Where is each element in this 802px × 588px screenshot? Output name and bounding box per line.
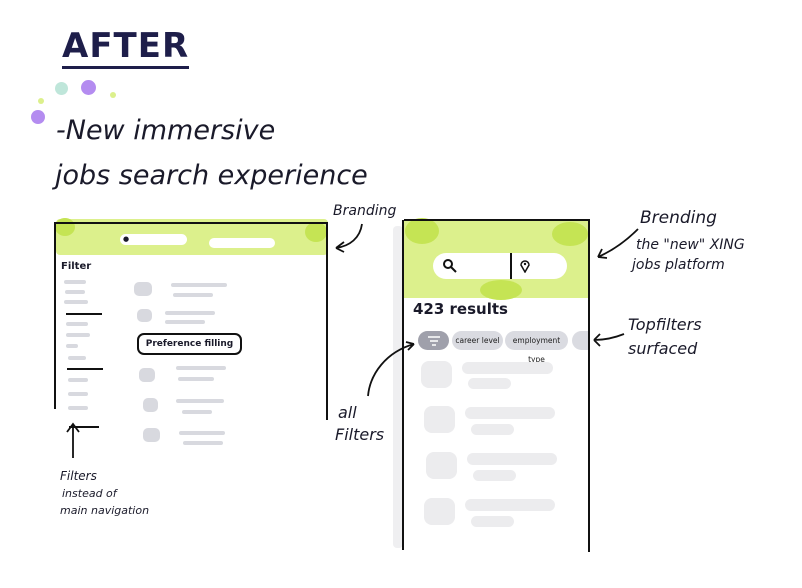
placeholder-thumbnail bbox=[137, 309, 152, 322]
after-title: AFTER bbox=[62, 26, 190, 69]
placeholder-thumbnail bbox=[134, 282, 152, 296]
placeholder-text-bar bbox=[462, 362, 553, 374]
location-pin-icon bbox=[520, 260, 530, 273]
placeholder-thumbnail bbox=[424, 406, 455, 433]
heading-line-1: -New immersive bbox=[56, 115, 276, 146]
search-icon bbox=[443, 259, 457, 273]
placeholder-text-bar bbox=[66, 322, 88, 326]
desktop-frame-right bbox=[326, 222, 328, 420]
filters-note-1: Filters bbox=[60, 469, 97, 483]
desktop-search-input[interactable]: ● bbox=[120, 234, 187, 245]
placeholder-text-bar bbox=[473, 470, 516, 481]
all-filters-note-1: all bbox=[338, 403, 357, 422]
placeholder-text-bar bbox=[179, 431, 225, 435]
more-chip[interactable] bbox=[572, 331, 588, 350]
topfilters-note-1: Topfilters bbox=[628, 315, 702, 334]
placeholder-text-bar bbox=[64, 280, 86, 284]
mobile-frame-right bbox=[588, 220, 590, 552]
placeholder-text-bar bbox=[467, 453, 557, 465]
filter-divider bbox=[66, 313, 102, 315]
placeholder-thumbnail bbox=[426, 452, 457, 479]
placeholder-text-bar bbox=[68, 378, 88, 382]
placeholder-text-bar bbox=[68, 406, 88, 410]
placeholder-thumbnail bbox=[143, 428, 160, 442]
placeholder-text-bar bbox=[173, 293, 213, 297]
decor-dot bbox=[110, 92, 116, 98]
decor-dot bbox=[81, 80, 96, 95]
arrow-icon bbox=[597, 228, 639, 259]
mobile-frame-left bbox=[402, 220, 404, 550]
desktop-brand-header bbox=[56, 219, 328, 255]
filter-icon bbox=[427, 336, 440, 346]
arrow-icon bbox=[593, 333, 625, 347]
arrow-icon bbox=[335, 223, 363, 253]
placeholder-text-bar bbox=[176, 399, 224, 403]
filter-divider bbox=[69, 426, 99, 428]
placeholder-thumbnail bbox=[143, 398, 158, 412]
search-divider bbox=[510, 253, 512, 279]
placeholder-thumbnail bbox=[139, 368, 155, 382]
preference-filling-box[interactable]: Preference filling bbox=[137, 333, 242, 355]
desktop-location-input[interactable] bbox=[209, 238, 275, 248]
decor-dot bbox=[55, 82, 68, 95]
filters-note-3: main navigation bbox=[60, 504, 150, 517]
decor-blob bbox=[480, 280, 522, 300]
filters-note-2: instead of bbox=[62, 487, 117, 500]
mobile-frame-top bbox=[404, 219, 590, 221]
filter-label: Filter bbox=[61, 261, 92, 272]
placeholder-text-bar bbox=[182, 410, 212, 414]
placeholder-text-bar bbox=[176, 366, 226, 370]
mobile-shadow bbox=[393, 226, 403, 548]
placeholder-text-bar bbox=[64, 300, 88, 304]
results-count: 423 results bbox=[413, 300, 508, 318]
brending-note-1: Brending bbox=[640, 208, 717, 228]
decor-blob bbox=[55, 218, 75, 236]
decor-blob bbox=[305, 222, 327, 242]
decor-dot bbox=[31, 110, 45, 124]
arrow-up-icon bbox=[66, 422, 80, 458]
desktop-frame-left bbox=[54, 222, 56, 409]
brending-note-2: the "new" XING bbox=[636, 237, 745, 253]
placeholder-text-bar bbox=[68, 356, 86, 360]
decor-blob bbox=[552, 222, 588, 246]
brending-note-3: jobs platform bbox=[632, 257, 725, 273]
career-level-chip[interactable]: career level bbox=[452, 331, 503, 350]
placeholder-text-bar bbox=[468, 378, 511, 389]
placeholder-text-bar bbox=[165, 320, 205, 324]
placeholder-text-bar bbox=[68, 392, 88, 396]
placeholder-text-bar bbox=[66, 333, 90, 337]
filter-divider bbox=[67, 368, 103, 370]
decor-dot bbox=[38, 98, 44, 104]
placeholder-text-bar bbox=[471, 516, 514, 527]
placeholder-text-bar bbox=[465, 407, 555, 419]
all-filters-note-2: Filters bbox=[335, 425, 385, 444]
placeholder-text-bar bbox=[465, 499, 555, 511]
employment-type-chip[interactable]: employment type bbox=[505, 331, 568, 364]
placeholder-text-bar bbox=[66, 344, 78, 348]
placeholder-thumbnail bbox=[424, 498, 455, 525]
placeholder-text-bar bbox=[471, 424, 514, 435]
placeholder-text-bar bbox=[171, 283, 227, 287]
placeholder-text-bar bbox=[65, 290, 85, 294]
placeholder-text-bar bbox=[183, 441, 223, 445]
decor-blob bbox=[405, 218, 439, 244]
all-filters-chip[interactable] bbox=[418, 331, 449, 350]
mobile-search-bar[interactable] bbox=[433, 253, 567, 279]
placeholder-text-bar bbox=[178, 377, 214, 381]
desktop-frame-top bbox=[55, 222, 328, 224]
branding-note: Branding bbox=[333, 203, 397, 219]
placeholder-thumbnail bbox=[421, 361, 452, 388]
placeholder-text-bar bbox=[165, 311, 215, 315]
topfilters-note-2: surfaced bbox=[628, 339, 698, 358]
arrow-icon bbox=[367, 341, 415, 397]
heading-line-2: jobs search experience bbox=[55, 160, 368, 191]
